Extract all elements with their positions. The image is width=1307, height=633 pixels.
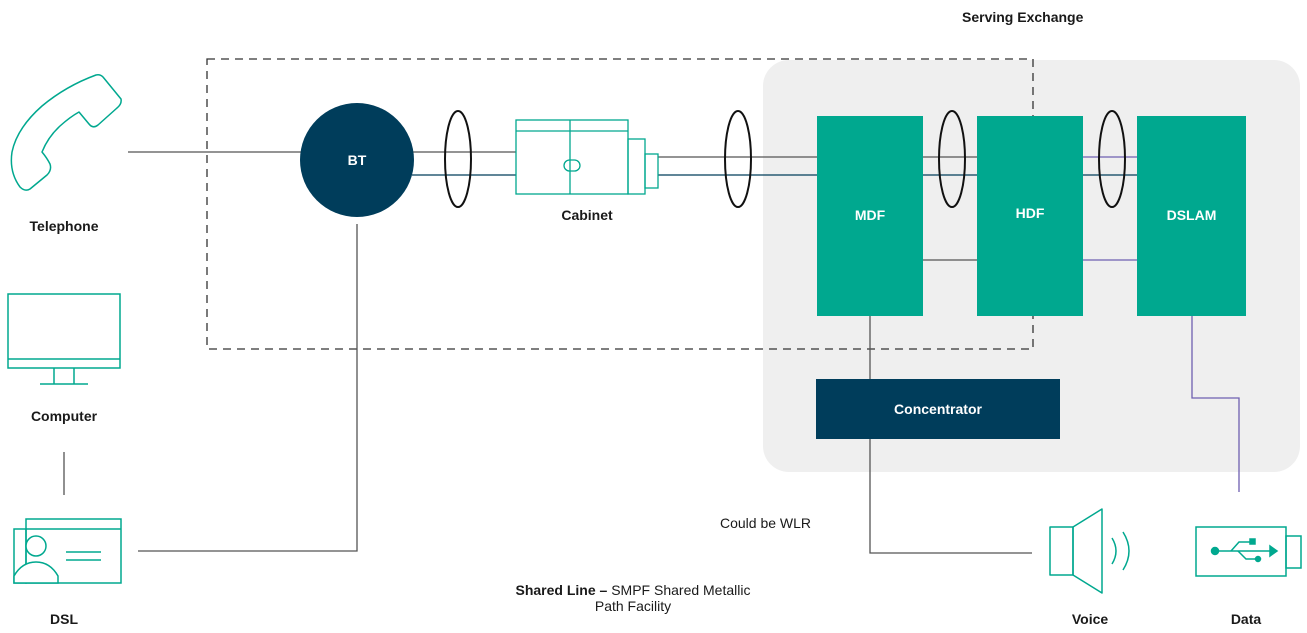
shared-line-desc: SMPF Shared Metallic [611, 582, 751, 598]
dslam-box [1137, 116, 1246, 316]
data-label: Data [1230, 611, 1262, 627]
bt-node [300, 103, 414, 217]
cable-ellipses [444, 110, 1126, 208]
dslam-label: DSLAM [1166, 207, 1217, 223]
data-usb-icon [1195, 526, 1302, 577]
computer-icon [7, 293, 121, 385]
shared-line-caption: Shared Line – SMPF Shared Metallic Path … [516, 582, 751, 614]
voice-label: Voice [1071, 611, 1109, 627]
telephone-label: Telephone [29, 218, 99, 234]
telephone-icon [10, 74, 122, 191]
computer-label: Computer [30, 408, 98, 424]
mdf-label: MDF [854, 207, 886, 223]
concentrator-label: Concentrator [894, 401, 982, 417]
dsl-icon [13, 518, 122, 584]
dsl-label: DSL [50, 611, 78, 627]
hdf-box [977, 116, 1083, 316]
mdf-box [817, 116, 923, 316]
could-be-wlr-label: Could be WLR [720, 515, 812, 531]
voice-speaker-icon [1049, 508, 1130, 594]
hdf-label: HDF [1015, 205, 1045, 221]
serving-exchange-label: Serving Exchange [962, 9, 1084, 25]
shared-line-desc-2: Path Facility [594, 598, 672, 614]
concentrator-box [816, 379, 1060, 439]
cabinet-label: Cabinet [561, 207, 613, 223]
bt-label: BT [347, 152, 367, 168]
cabinet-icon [515, 119, 659, 195]
shared-line-title: Shared Line – [515, 582, 608, 598]
